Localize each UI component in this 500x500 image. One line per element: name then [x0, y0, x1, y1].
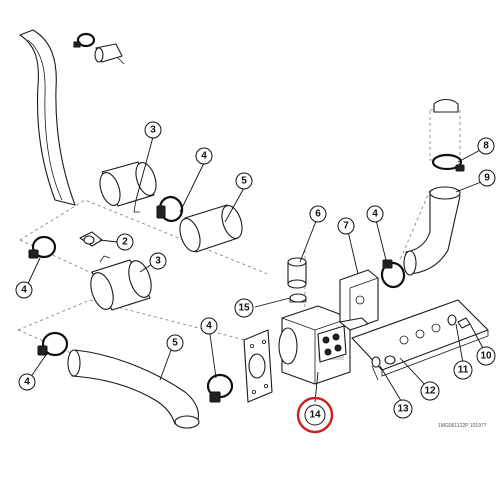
callout-8: 8 — [477, 137, 495, 155]
callout-label: 4 — [372, 209, 378, 220]
callout-14-highlighted: 14 — [296, 396, 334, 434]
callout-label: 4 — [24, 377, 30, 388]
callout-label: 8 — [483, 141, 489, 152]
callout-label: 4 — [21, 285, 27, 296]
callout-4-lower-middle: 4 — [200, 317, 218, 335]
clamp-lower-middle-part — [206, 373, 234, 403]
clamp-left-lower-part — [37, 331, 69, 357]
callout-label: 5 — [172, 338, 178, 349]
clamp-left-part — [28, 235, 57, 259]
callout-15: 15 — [234, 298, 254, 318]
nut-small-part — [384, 355, 396, 365]
washer-part — [447, 314, 457, 326]
actuator-cylinder-part — [287, 257, 307, 289]
callout-3-upper: 3 — [144, 121, 162, 139]
callout-4-left: 4 — [15, 281, 33, 299]
callout-4-left-lower: 4 — [18, 373, 36, 391]
callout-label: 14 — [309, 410, 321, 421]
callout-label: 11 — [458, 365, 469, 376]
clamp-right-part — [380, 259, 406, 289]
callout-label: 2 — [122, 237, 128, 248]
long-exhaust-pipe — [19, 29, 76, 206]
callout-label: 13 — [397, 404, 409, 415]
flange-plate-part — [243, 329, 273, 403]
callout-13: 13 — [393, 399, 413, 419]
bent-pipe-lower-part — [67, 349, 200, 429]
muffler-upper-part — [99, 161, 157, 213]
top-cap-part — [94, 43, 125, 65]
pipe-upper-part — [179, 204, 243, 253]
highlight-ring — [296, 396, 334, 434]
stack-clamp-part — [431, 153, 465, 172]
callout-label: 10 — [480, 351, 492, 362]
callout-label: 6 — [315, 209, 321, 220]
top-stack-part — [429, 98, 461, 161]
callout-12: 12 — [420, 381, 440, 401]
callout-label: 4 — [201, 151, 207, 162]
drawing-reference-id: 1MG061122P 101977 — [438, 423, 487, 429]
callout-9: 9 — [478, 169, 496, 187]
leader-lines — [24, 136, 487, 405]
callout-5-lower: 5 — [166, 334, 184, 352]
callout-label: 3 — [155, 256, 161, 267]
callout-label: 4 — [206, 321, 212, 332]
top-clamp-part — [73, 32, 96, 48]
callout-label: 15 — [238, 303, 250, 314]
callout-2: 2 — [116, 233, 134, 251]
callout-11: 11 — [453, 360, 473, 380]
callout-4-right: 4 — [366, 205, 384, 223]
callout-5-upper: 5 — [235, 172, 253, 190]
callout-label: 12 — [424, 386, 436, 397]
callout-10: 10 — [476, 346, 496, 366]
clamp-upper-part — [156, 195, 184, 223]
muffler-lower-part — [90, 255, 152, 311]
stud-part — [371, 356, 381, 381]
mounting-bracket-part — [339, 269, 379, 331]
valve-assembly-part — [278, 305, 351, 385]
elbow-pipe-part — [403, 186, 461, 276]
callout-label: 3 — [150, 125, 156, 136]
callout-label: 7 — [343, 221, 349, 232]
callout-6: 6 — [309, 205, 327, 223]
nut-part — [289, 293, 307, 303]
callout-label: 5 — [241, 176, 247, 187]
callout-label: 9 — [484, 173, 490, 184]
callout-7: 7 — [337, 217, 355, 235]
callout-3-lower: 3 — [149, 252, 167, 270]
bracket-part — [79, 231, 103, 247]
callout-4-upper: 4 — [195, 147, 213, 165]
